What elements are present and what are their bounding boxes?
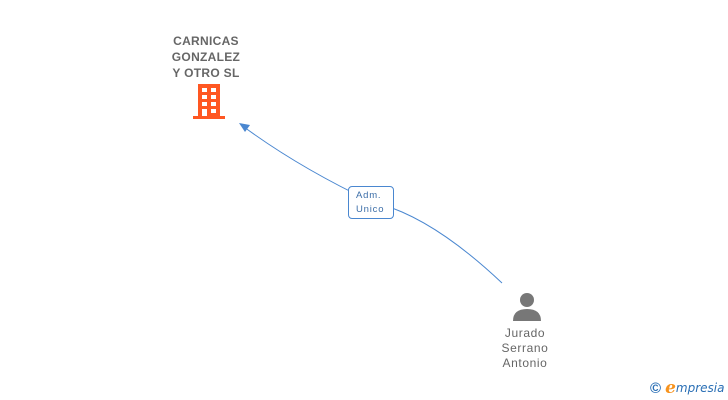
person-name-line: Antonio: [502, 356, 548, 370]
building-icon[interactable]: [192, 84, 226, 120]
person-name-line: Serrano: [501, 341, 549, 355]
person-icon[interactable]: [512, 292, 542, 322]
company-name-line: Y OTRO SL: [172, 66, 240, 80]
arrowhead-icon: [239, 123, 250, 132]
copyright-icon: ©: [650, 379, 662, 397]
company-name-line: CARNICAS: [173, 34, 239, 48]
relationship-label[interactable]: Adm. Unico: [348, 186, 394, 219]
company-name-line: GONZALEZ: [171, 50, 241, 64]
relationship-label-line: Adm.: [356, 190, 382, 201]
company-name[interactable]: CARNICAS GONZALEZ Y OTRO SL: [150, 33, 262, 81]
brand-logo-initial: e: [665, 378, 676, 398]
empresia-watermark: © e mpresia: [650, 378, 724, 398]
person-name[interactable]: Jurado Serrano Antonio: [484, 326, 566, 371]
person-name-line: Jurado: [504, 326, 546, 340]
brand-logo-text: mpresia: [675, 381, 725, 395]
relationship-label-line: Unico: [356, 204, 385, 215]
